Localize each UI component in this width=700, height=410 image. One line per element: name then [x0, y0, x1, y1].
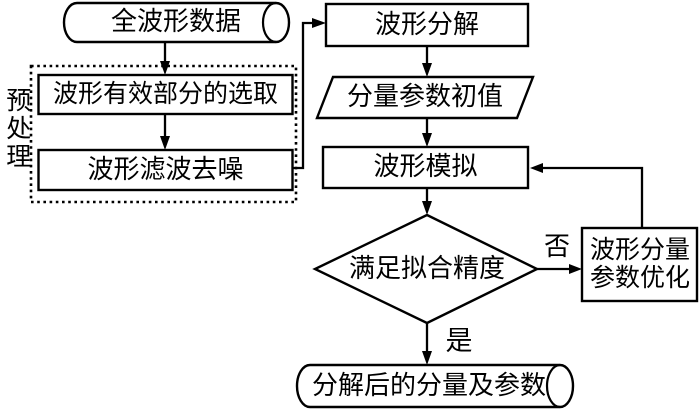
node-initial-params-shape: [315, 75, 535, 120]
node-select-effective-shape: [37, 73, 294, 116]
arrow-decompose-to-initialparams: [422, 46, 432, 77]
node-decomposed-output-inner-arc: [545, 363, 561, 409]
arrow-select-to-denoise: [160, 114, 170, 150]
arrow-initialparams-to-simulate: [422, 118, 432, 147]
node-decomposed-output-shape: [295, 363, 575, 409]
arrow-denoise-to-decompose: [293, 18, 326, 170]
node-filter-denoise-shape: [37, 148, 294, 192]
arrow-decision-no-to-optimize: [537, 264, 582, 274]
arrow-fullwaveform-to-select: [160, 42, 170, 75]
arrow-optimize-loop-to-simulate: [530, 163, 644, 228]
node-full-waveform-inner-arc: [261, 1, 277, 44]
node-fit-accuracy-decision-shape: [312, 213, 540, 325]
arrow-decision-yes-to-output: [422, 323, 432, 365]
node-full-waveform-shape: [62, 1, 291, 44]
node-waveform-simulate-shape: [321, 145, 530, 190]
node-param-optimize-shape: [580, 226, 699, 303]
arrow-simulate-to-decision: [422, 188, 432, 215]
node-waveform-decompose-shape: [324, 2, 530, 48]
